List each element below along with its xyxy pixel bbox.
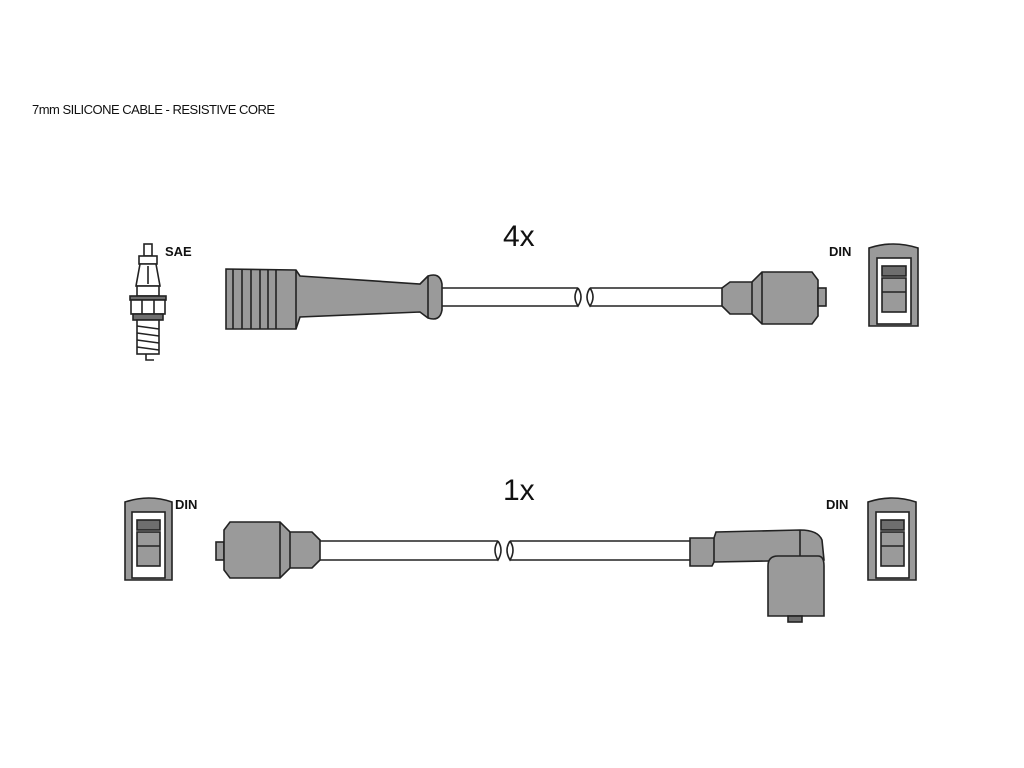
diagram-title: 7mm SILICONE CABLE - RESISTIVE CORE [32, 102, 275, 117]
row1-quantity: 4x [503, 220, 535, 253]
row1-right-label: DIN [829, 244, 852, 259]
din-distributor-socket-icon [124, 497, 173, 581]
din-straight-boot [215, 521, 321, 579]
din-terminal-boot [721, 271, 827, 325]
row2-left-label: DIN [175, 497, 198, 512]
din-angled-boot [689, 529, 825, 623]
row2-right-label: DIN [826, 497, 849, 512]
row1-left-label: SAE [165, 244, 192, 259]
din-coil-socket-icon [868, 243, 919, 327]
cable-line [442, 287, 722, 308]
cable-line [320, 540, 690, 562]
row2-quantity: 1x [503, 474, 535, 507]
din-coil-socket-icon [867, 497, 917, 581]
spark-plug-icon [129, 243, 167, 361]
sae-plug-boot [225, 268, 443, 330]
